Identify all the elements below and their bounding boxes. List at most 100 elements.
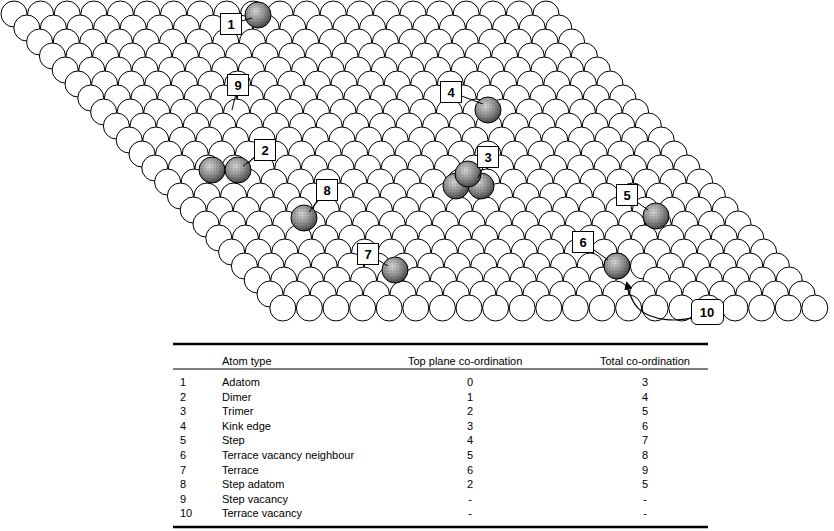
table-header: Atom type	[222, 356, 272, 367]
table-cell: 5	[642, 479, 648, 490]
callout-number: 6	[572, 231, 594, 253]
callout-number: 1	[220, 13, 242, 35]
table-cell: 6	[180, 450, 186, 461]
atom-stipple	[605, 254, 629, 278]
table-cell: 9	[180, 494, 186, 505]
lattice-atom	[350, 295, 376, 321]
shaded-atom	[382, 257, 408, 283]
table-cell: 4	[467, 435, 473, 446]
shaded-atom	[245, 2, 271, 28]
lattice-atom	[562, 295, 588, 321]
table-cell: 1	[467, 392, 473, 403]
callout-text: 7	[364, 248, 371, 261]
callout-text: 10	[700, 306, 714, 319]
atom-shading	[245, 2, 271, 28]
atom-shading	[643, 203, 669, 229]
lattice-atom	[429, 295, 455, 321]
lattice-atom	[509, 295, 535, 321]
lattice-atom	[225, 71, 251, 97]
table-cell: Step adatom	[222, 479, 284, 490]
callout-text: 8	[323, 184, 330, 197]
lattice-atom	[536, 295, 562, 321]
callout-number: 8	[316, 179, 338, 201]
table-cell: 10	[180, 508, 192, 519]
table-cell: 6	[642, 421, 648, 432]
lattice-atom	[802, 295, 828, 321]
table-cell: 2	[467, 406, 473, 417]
table-cell: Terrace vacancy	[222, 508, 302, 519]
lattice-atom	[323, 295, 349, 321]
table-cell: -	[643, 508, 647, 519]
table-header: Top plane co-ordination	[408, 356, 522, 367]
table-cell: Dimer	[222, 392, 251, 403]
callout-text: 2	[261, 144, 268, 157]
atom-stipple	[226, 158, 250, 182]
lattice-atom	[475, 141, 501, 167]
table-cell: -	[643, 494, 647, 505]
lattice-atom	[483, 295, 509, 321]
atom-stipple	[200, 158, 224, 182]
table-cell: -	[468, 494, 472, 505]
table-cell: 8	[642, 450, 648, 461]
shaded-atom	[604, 253, 630, 279]
callout-text: 5	[623, 189, 630, 202]
atom-shading	[382, 257, 408, 283]
shaded-atom	[291, 205, 317, 231]
table-cell: 6	[467, 465, 473, 476]
shaded-atom	[199, 157, 225, 183]
table-cell: 8	[180, 479, 186, 490]
lattice-atom	[775, 295, 801, 321]
table-cell: 2	[467, 479, 473, 490]
table-cell: Terrace vacancy neighbour	[222, 450, 354, 461]
atom-stipple	[476, 98, 500, 122]
callout-text: 9	[234, 79, 241, 92]
table-cell: 4	[180, 421, 186, 432]
table-cell: 5	[467, 450, 473, 461]
lattice-atom	[456, 295, 482, 321]
callout-number: 10	[691, 299, 724, 325]
atom-stipple	[383, 258, 407, 282]
lattice-atom	[403, 295, 429, 321]
callout-number: 7	[357, 243, 379, 265]
vacancy-arrow	[627, 282, 693, 320]
atom-stipple	[292, 206, 316, 230]
table-cell: Step	[222, 435, 245, 446]
atom-shading	[604, 253, 630, 279]
table-cell: 3	[180, 406, 186, 417]
atom-stipple	[246, 3, 270, 27]
callout-number: 3	[477, 146, 499, 168]
callout-text: 1	[227, 18, 234, 31]
lattice-atom	[296, 295, 322, 321]
table-cell: 7	[180, 465, 186, 476]
atom-shading	[291, 205, 317, 231]
table-rule	[173, 343, 708, 346]
table-rule	[173, 369, 708, 370]
lattice-atom	[722, 295, 748, 321]
lattice-atom	[749, 295, 775, 321]
table-cell: 5	[642, 406, 648, 417]
callout-number: 2	[254, 139, 276, 161]
table-cell: Adatom	[222, 377, 260, 388]
table-cell: Terrace	[222, 465, 259, 476]
atom-stipple	[644, 204, 668, 228]
callout-number: 4	[440, 81, 462, 103]
table-cell: Step vacancy	[222, 494, 288, 505]
table-cell: 3	[642, 377, 648, 388]
table-cell: Kink edge	[222, 421, 271, 432]
table-cell: 1	[180, 377, 186, 388]
table-cell: 3	[467, 421, 473, 432]
table-cell: 7	[642, 435, 648, 446]
callout-number: 9	[227, 74, 249, 96]
table-cell: 9	[642, 465, 648, 476]
lattice-atom	[604, 253, 630, 279]
atom-shading	[225, 157, 251, 183]
table-rule	[173, 526, 708, 529]
lattice-atom	[270, 295, 296, 321]
table-cell: 5	[180, 435, 186, 446]
table-cell: -	[468, 508, 472, 519]
shaded-atom	[643, 203, 669, 229]
table-cell: 2	[180, 392, 186, 403]
table-cell: Trimer	[222, 406, 253, 417]
table-cell: 0	[467, 377, 473, 388]
